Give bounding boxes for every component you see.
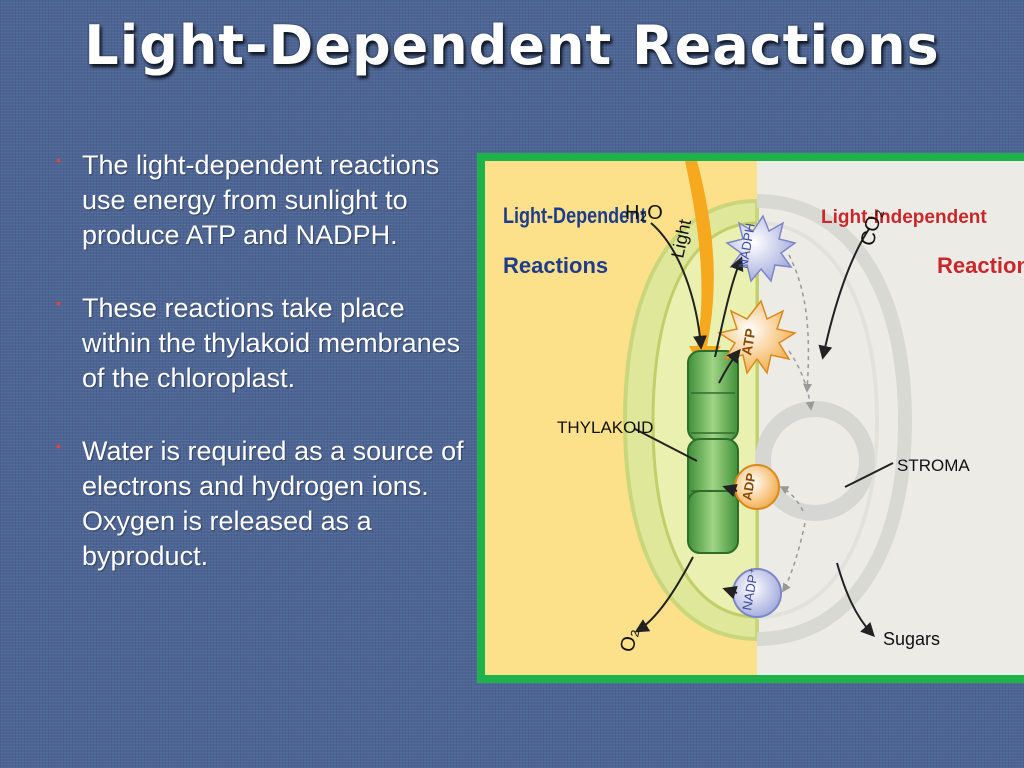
left-heading-line1: Light-Dependent (503, 204, 647, 228)
bullet-item: • The light-dependent reactions use ener… (56, 148, 481, 253)
bullet-marker: • (56, 438, 61, 454)
thylakoid-stack (687, 350, 739, 554)
right-heading-line1: Light-Independent (821, 207, 987, 228)
bullet-item: • These reactions take place within the … (56, 291, 481, 396)
atp-label: ATP (738, 327, 758, 356)
left-heading-line2: Reactions (503, 253, 608, 278)
bullet-list: • The light-dependent reactions use ener… (56, 148, 481, 612)
thylakoid-label: THYLAKOID (557, 418, 653, 437)
cycle-dashed-arrows (779, 254, 815, 593)
sunlight-beam (685, 161, 721, 373)
right-heading-line2: Reactions (937, 253, 1024, 278)
h2o-label: H₂O (625, 202, 663, 224)
reaction-arrows (634, 222, 894, 638)
nadph-molecule (725, 214, 797, 283)
bullet-text: Water is required as a source of electro… (82, 436, 464, 571)
o2-label: O₂ (616, 627, 642, 654)
adp-label: ADP (739, 472, 759, 502)
bullet-marker: • (56, 295, 61, 311)
slide-title: Light-Dependent Reactions (84, 14, 940, 77)
sugars-label: Sugars (883, 629, 940, 649)
stroma-label: STROMA (897, 456, 970, 475)
calvin-cycle-ring (755, 401, 875, 521)
bullet-marker: • (56, 152, 61, 168)
figure-frame: Light-Dependent Reactions Light-Independ… (477, 153, 1024, 683)
chloroplast-diagram: Light-Dependent Reactions Light-Independ… (485, 161, 1024, 675)
bullet-text: The light-dependent reactions use energy… (82, 150, 440, 250)
bullet-text: These reactions take place within the th… (82, 293, 461, 393)
nadp-label: NADP⁺ (739, 567, 761, 612)
bullet-item: • Water is required as a source of elect… (56, 434, 481, 574)
